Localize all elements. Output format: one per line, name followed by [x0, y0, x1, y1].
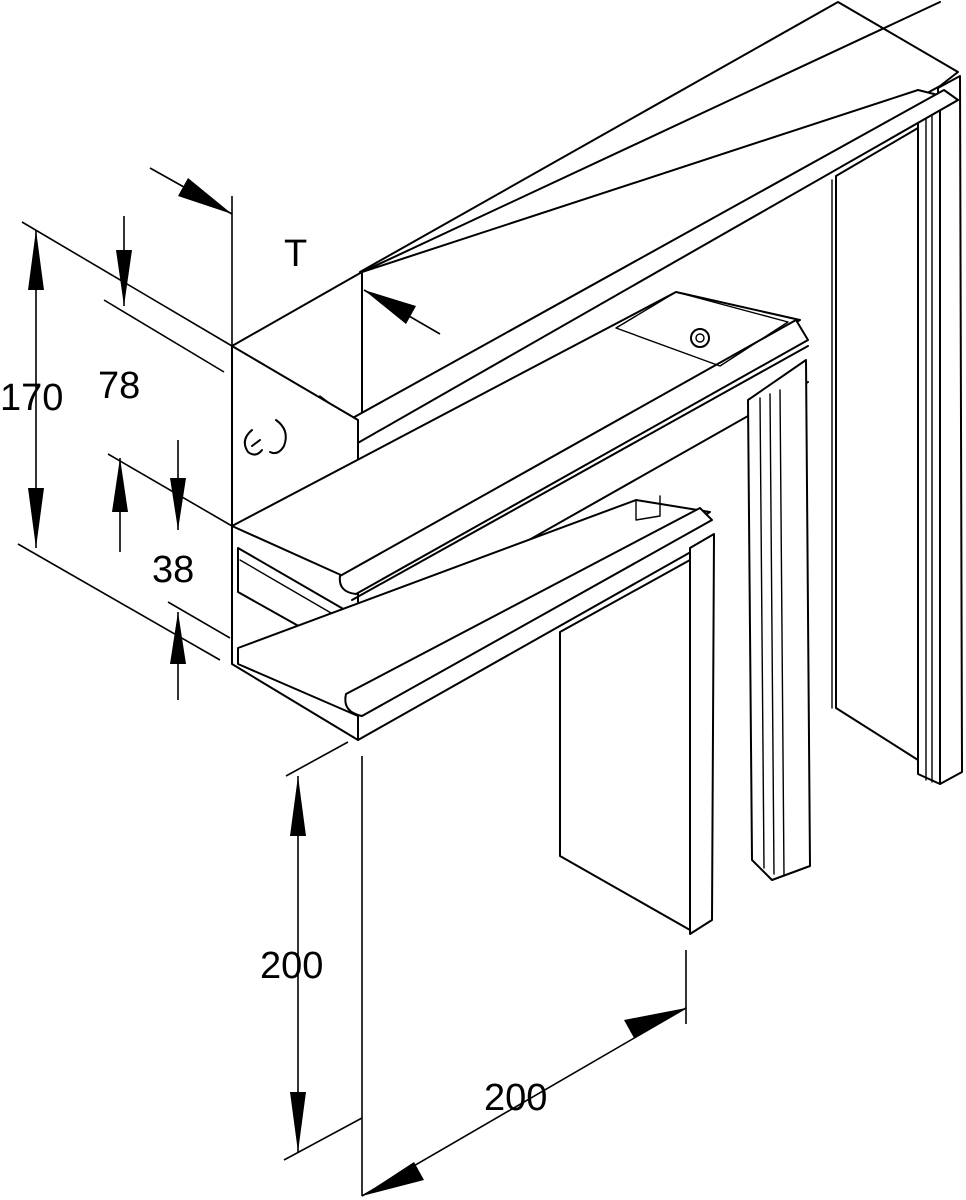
inner-leg-middle	[747, 359, 811, 881]
label-170: 170	[0, 377, 63, 419]
dimension-t	[149, 167, 441, 346]
dimension-170	[17, 221, 233, 661]
label-78: 78	[98, 365, 140, 407]
label-200-vertical: 200	[260, 945, 323, 987]
dimension-38	[107, 440, 233, 700]
label-t: T	[284, 233, 307, 275]
dimension-200-vertical	[283, 741, 363, 1161]
dimension-78	[103, 216, 225, 373]
front-vertical-leg	[559, 533, 715, 935]
lower-rail	[237, 495, 713, 741]
label-38: 38	[152, 549, 194, 591]
dimension-200-horizontal	[361, 756, 687, 1197]
top-cover	[231, 1, 959, 445]
label-200-horizontal: 200	[484, 1077, 547, 1119]
